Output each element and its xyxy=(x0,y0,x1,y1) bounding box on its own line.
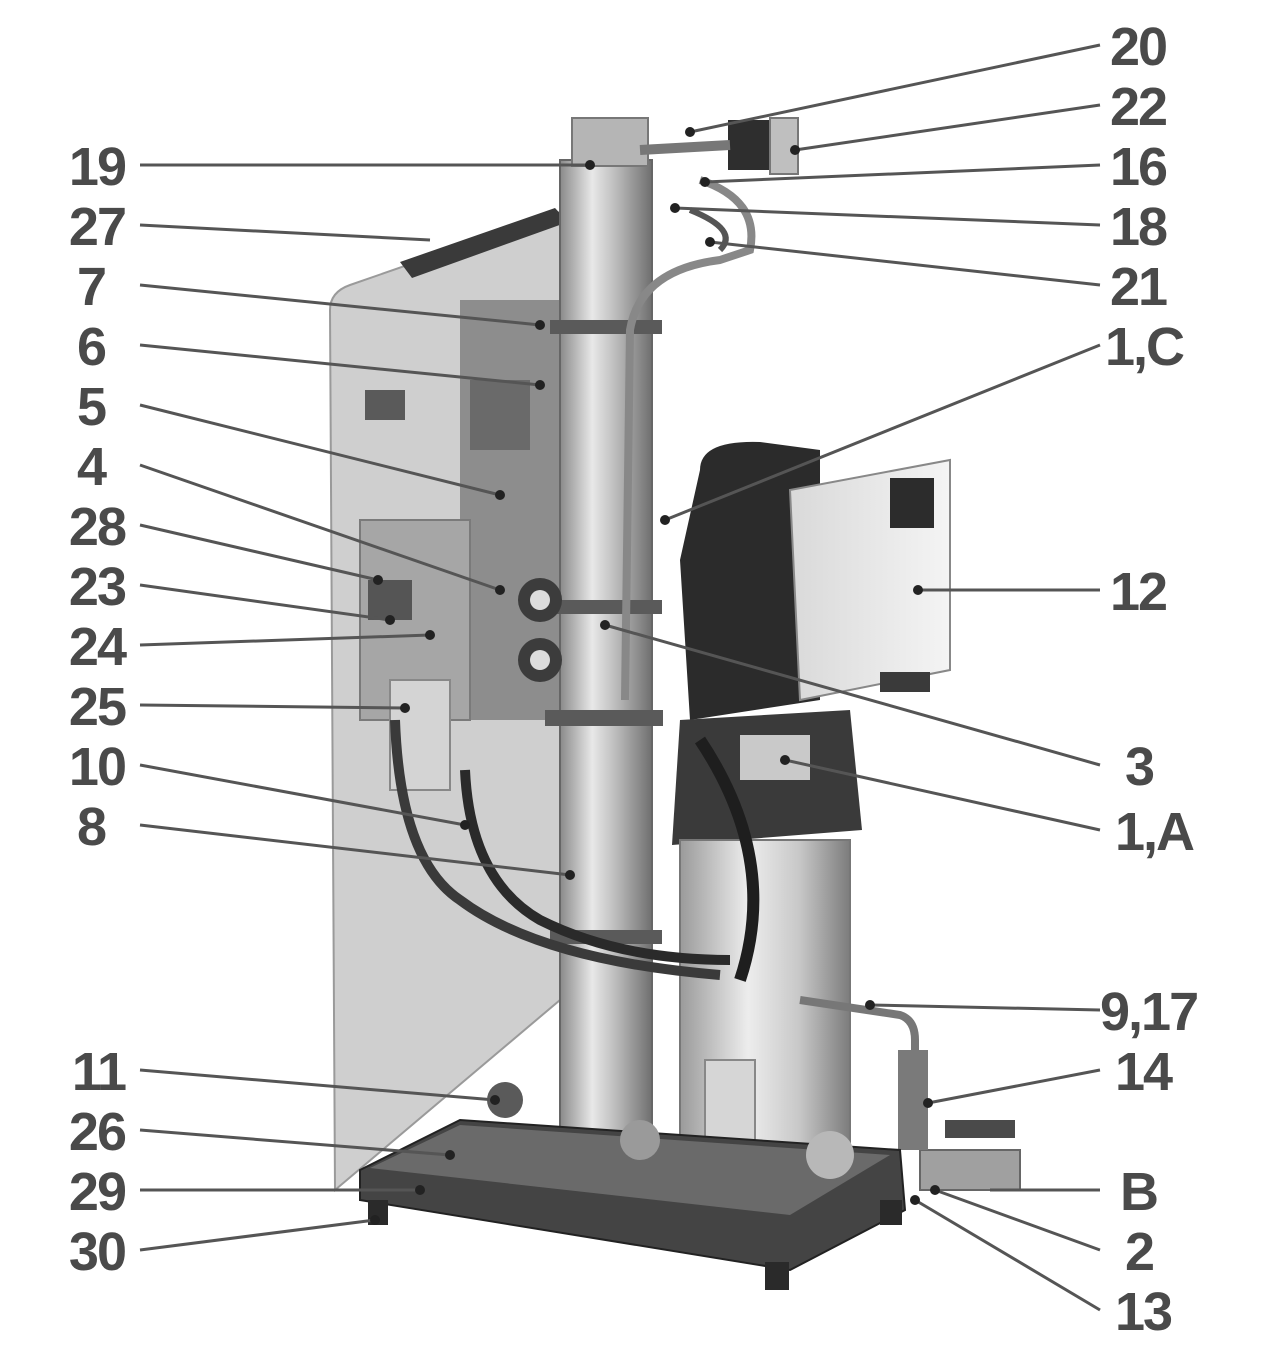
callout-label: 19 xyxy=(69,137,126,197)
outlet-pipe xyxy=(799,996,919,1080)
pump-coupling xyxy=(740,735,810,780)
top-pipe xyxy=(639,140,731,155)
side-tube xyxy=(621,176,756,701)
callout-label: B xyxy=(1120,1162,1157,1222)
callout-label: 20 xyxy=(1110,17,1166,77)
labels-right: 20 22 16 18 21 1,C 12 3 1,A 9,17 14 B 2 … xyxy=(1100,17,1199,1342)
callout-label: 18 xyxy=(1110,197,1167,257)
column-top-head xyxy=(571,117,649,167)
callout-label: 14 xyxy=(1115,1042,1173,1102)
controller-badge xyxy=(880,672,930,692)
callout-label: 4 xyxy=(77,437,107,497)
callout-label: 24 xyxy=(69,617,127,677)
callout-label: 13 xyxy=(1115,1282,1172,1342)
panel-component-6 xyxy=(365,390,405,420)
hose xyxy=(460,769,731,965)
machine-illustration xyxy=(328,117,1021,1290)
outlet-valve xyxy=(919,1149,1021,1191)
valve-handle xyxy=(945,1120,1015,1138)
control-display xyxy=(368,580,412,620)
callout-label: 1,C xyxy=(1105,317,1184,377)
callout-points xyxy=(370,127,940,1225)
clamp xyxy=(550,600,662,614)
bottom-fitting xyxy=(806,1131,854,1179)
callout-label: 7 xyxy=(77,257,105,317)
callout-label: 29 xyxy=(69,1162,126,1222)
foot xyxy=(765,1262,789,1290)
callout-label: 5 xyxy=(77,377,106,437)
callout-label: 26 xyxy=(69,1102,126,1162)
callout-label: 11 xyxy=(72,1042,126,1102)
callout-label: 12 xyxy=(1110,562,1166,622)
callout-label: 25 xyxy=(69,677,126,737)
clamp xyxy=(550,320,662,334)
callout-label: 23 xyxy=(69,557,126,617)
callout-label: 1,A xyxy=(1115,802,1194,862)
leader-lines-left xyxy=(139,163,590,1252)
bottom-fitting xyxy=(487,1082,523,1118)
callout-label: 22 xyxy=(1110,77,1166,137)
callout-label: 10 xyxy=(69,737,125,797)
leader-lines-right xyxy=(604,43,1101,1312)
callout-label: 6 xyxy=(77,317,106,377)
controller-display xyxy=(890,478,934,528)
callout-label: 9,17 xyxy=(1100,982,1197,1042)
pressure-switch xyxy=(898,1050,928,1150)
hose xyxy=(390,719,721,980)
side-tube xyxy=(688,207,729,253)
foot xyxy=(880,1200,902,1225)
callout-label: 16 xyxy=(1110,137,1167,197)
clamp xyxy=(545,710,663,726)
callout-label: 3 xyxy=(1125,737,1154,797)
hose xyxy=(695,736,760,982)
callout-label: 28 xyxy=(69,497,126,557)
callout-label: 27 xyxy=(69,197,125,257)
callout-label: 8 xyxy=(77,797,106,857)
callout-label: 21 xyxy=(1110,257,1167,317)
callout-label: 30 xyxy=(69,1222,125,1282)
labels-left: 19 27 7 6 5 4 28 23 24 25 10 8 11 26 29 … xyxy=(69,137,129,1282)
callout-label: 2 xyxy=(1125,1222,1153,1282)
panel-top-cap xyxy=(400,208,568,278)
solenoid-valve xyxy=(728,120,772,170)
bottom-fitting xyxy=(620,1120,660,1160)
base-top xyxy=(370,1125,890,1215)
panel-component-7 xyxy=(470,380,530,450)
pump-motor xyxy=(680,441,820,720)
